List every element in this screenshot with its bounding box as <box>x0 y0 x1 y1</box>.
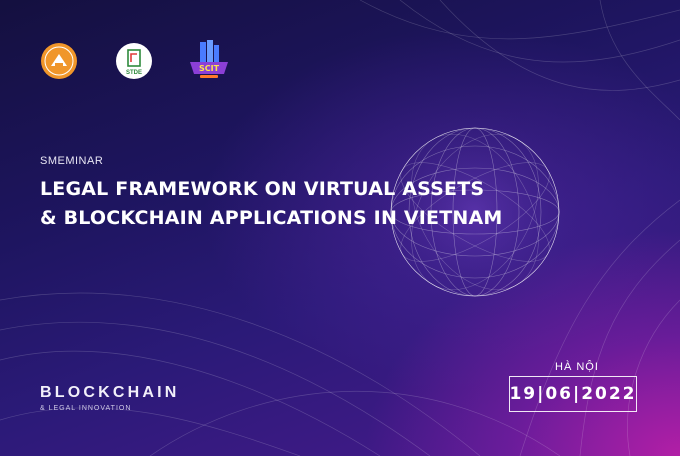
scitech-logo: SCIT <box>190 40 228 78</box>
svg-text:STDE: STDE <box>126 70 142 76</box>
event-date-frame <box>509 376 637 412</box>
seminar-title-line-2: & BLOCKCHAIN APPLICATIONS IN VIETNAM <box>40 207 503 229</box>
seminar-title-line-1: LEGAL FRAMEWORK ON VIRTUAL ASSETS <box>40 178 485 200</box>
university-seal-logo <box>41 43 77 79</box>
stde-logo: STDE <box>116 43 152 79</box>
seminar-title: LEGAL FRAMEWORK ON VIRTUAL ASSETS & BLOC… <box>40 175 503 233</box>
brand-tagline: & LEGAL INNOVATION <box>40 405 132 412</box>
event-type-label: SMEMINAR <box>40 155 104 167</box>
brand-name: BLOCKCHAIN <box>40 384 180 401</box>
svg-text:SCIT: SCIT <box>199 64 220 73</box>
event-city: HÀ NỘI <box>555 361 599 373</box>
event-date: 19|06|2022 <box>509 384 637 404</box>
